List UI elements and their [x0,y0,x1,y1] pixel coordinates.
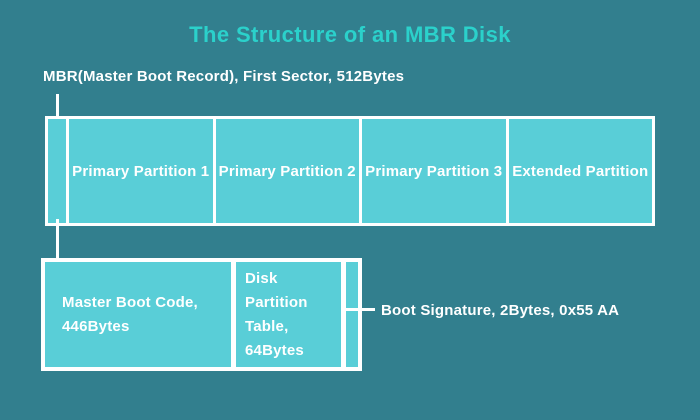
mbr-connector-line-bottom [56,219,59,260]
mbr-sector-cell [48,119,66,223]
mbr-connector-line-top [56,94,59,123]
extended-partition-label: Extended Partition [512,162,649,180]
primary-partition-3-cell: Primary Partition 3 [362,119,506,223]
mbr-sector-label: MBR(Master Boot Record), First Sector, 5… [43,68,405,85]
mbr-detail-box: Master Boot Code, 446Bytes Disk Partitio… [41,258,362,371]
disk-layout-bar: Primary Partition 1 Primary Partition 2 … [45,116,655,226]
disk-partition-table-label-line2: Table, 64Bytes [245,317,304,359]
disk-partition-table-cell: Disk Partition Table, 64Bytes [236,262,341,367]
master-boot-code-label-line1: Master Boot Code, [62,293,198,311]
primary-partition-2-cell: Primary Partition 2 [215,119,359,223]
diagram-title: The Structure of an MBR Disk [189,22,511,47]
extended-partition-cell: Extended Partition [508,119,652,223]
disk-partition-table-label-line1: Disk Partition [245,269,308,311]
primary-partition-2-label: Primary Partition 2 [218,162,356,180]
boot-signature-cell [346,262,358,367]
primary-partition-1-label: Primary Partition 1 [72,162,210,180]
boot-signature-label: Boot Signature, 2Bytes, 0x55 AA [381,302,620,319]
boot-signature-connector-line [346,308,375,311]
primary-partition-1-cell: Primary Partition 1 [69,119,213,223]
master-boot-code-cell: Master Boot Code, 446Bytes [45,262,231,367]
primary-partition-3-label: Primary Partition 3 [365,162,503,180]
master-boot-code-label-line2: 446Bytes [62,317,130,335]
